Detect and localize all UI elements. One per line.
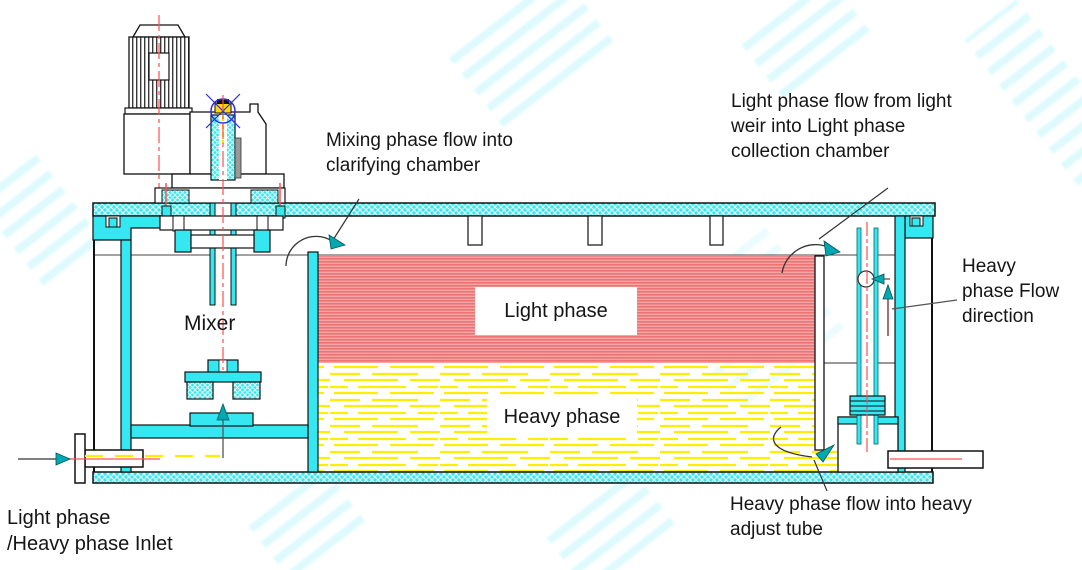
draft-platform [130,412,309,439]
heavy-direction-leader [891,299,958,310]
annotation-heavy-flow-direction: Heavy phase Flow direction [962,256,1060,327]
heavy-phase-label: Heavy phase [503,405,621,428]
lid-tab [467,215,483,246]
mixing-chamber-left-wall [120,239,132,473]
adjust-flow-leader [813,459,828,492]
heavy-phase-label-box: Heavy phase [487,398,637,436]
impeller-up-arrow [216,402,230,458]
shaft-seal-housing [210,114,242,181]
heavy-flow-up-arrow [882,283,894,336]
adjust-symbol-arrow [870,273,890,285]
inlet-pipe [66,433,220,484]
lid-tab [587,215,603,246]
mixing-flow-leader [332,198,360,241]
weir-flow-leader [818,187,889,240]
impeller [184,359,262,400]
annotation-inlet: Light phase /Heavy phase Inlet [7,507,173,555]
mixing-overflow-arrow [285,234,346,267]
mixer-label: Mixer [184,312,236,335]
annotation-mixing-flow: Mixing phase flow into clarifying chambe… [326,130,513,176]
weir-overflow-arrow [781,240,841,274]
mixer-clarifier-divider [307,251,319,473]
light-phase-label: Light phase [504,299,608,322]
tank-floor [92,471,934,484]
right-lid-bracket [904,215,934,239]
left-lid-bracket [92,215,161,241]
annotation-light-weir-flow: Light phase flow from light weir into Li… [731,91,952,162]
light-phase-label-box: Light phase [475,287,637,335]
inlet-flow-arrow [18,452,72,466]
annotation-heavy-adjust-flow: Heavy phase flow into heavy adjust tube [730,494,972,540]
light-weir-plate [814,255,825,451]
heavy-phase-outlet-pipe [887,450,984,469]
mounting-flange [154,183,286,253]
right-inner-wall [894,215,906,473]
tank-lid [92,202,936,217]
lid-tab [709,215,724,246]
adjust-tube-inlet-arrow [772,426,836,463]
gearbox [123,113,191,175]
